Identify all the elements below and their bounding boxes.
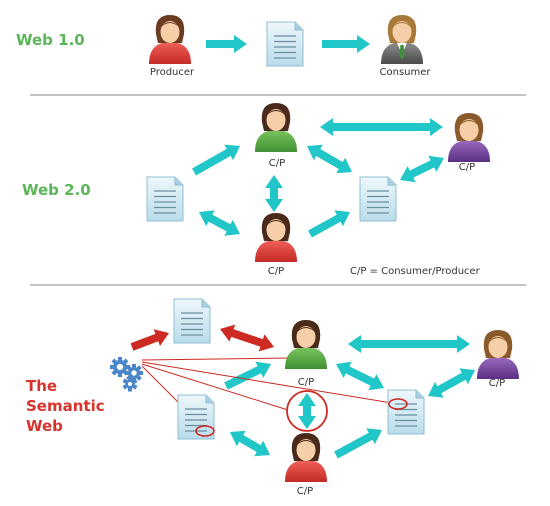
semantic-arrow-top-to-right-person [348, 335, 470, 353]
semantic-arrow-doc-to-top [224, 361, 271, 390]
web2-arrow-bottom-to-doc [308, 210, 350, 238]
person-body [255, 130, 297, 152]
semantic-arrow-doc-to-bottom [230, 430, 270, 457]
person-fringe [266, 220, 286, 226]
web2-document-right [359, 176, 397, 222]
web2-legend: C/P = Consumer/Producer [350, 266, 480, 277]
document-page [266, 21, 304, 67]
web2-node-label-bottom: C/P [267, 266, 285, 277]
arrows-layer [130, 35, 475, 459]
semantic-link-gears-doc-right [141, 361, 399, 405]
gears-icon [110, 357, 143, 392]
web2-arrow-top-to-doc [307, 144, 352, 174]
web2-node-label-right: C/P [458, 162, 476, 173]
semantic-document-left [177, 394, 215, 440]
semantic-document-right [387, 389, 425, 435]
gear [125, 364, 143, 382]
semantic-person-top [285, 320, 327, 369]
person-body [149, 42, 191, 64]
web1-producer-avatar [149, 15, 191, 64]
semantic-node-label-bottom: C/P [296, 486, 314, 497]
person-face [459, 119, 479, 141]
person-fringe [266, 110, 286, 116]
document-fold [294, 22, 303, 31]
person-face [296, 326, 316, 348]
semantic-title-line-3: Web [26, 417, 63, 435]
person-face [160, 21, 180, 43]
semantic-node-label-top: C/P [297, 377, 315, 388]
document-fold [174, 177, 183, 186]
person-face [266, 219, 286, 241]
person-body [255, 240, 297, 262]
document-page [387, 389, 425, 435]
document-fold [201, 299, 210, 308]
document-page [359, 176, 397, 222]
web2-arrow-top-to-right-person [320, 118, 443, 136]
person-body [477, 357, 519, 379]
semantic-title-line-1: The [26, 377, 58, 395]
semantic-arrow-top-to-bottom [298, 393, 316, 429]
gear [122, 376, 138, 392]
web2-person-right [448, 113, 490, 162]
web2-arrow-doc-to-top [192, 144, 240, 176]
gear-hub [116, 363, 124, 371]
semantic-person-bottom [285, 433, 327, 482]
person-fringe [392, 22, 412, 28]
web2-person-bottom [255, 213, 297, 262]
document-fold [415, 390, 424, 399]
person-body [285, 460, 327, 482]
semantic-node-label-right: C/P [488, 378, 506, 389]
person-body [448, 140, 490, 162]
semantic-arrow-bottom-to-doc [334, 428, 382, 459]
web1-arrow-producer-to-doc [206, 35, 247, 53]
semantic-arrow-doc-to-right-person [428, 368, 475, 398]
semantic-highlight-arrow [286, 390, 328, 432]
web2-arrow-doc-to-bottom [199, 210, 240, 236]
document-page [146, 176, 184, 222]
tie [399, 45, 405, 60]
semantic-arrow-gears-to-doc [130, 329, 169, 351]
web2-document-left [146, 176, 184, 222]
web2-person-top [255, 103, 297, 152]
person-face [392, 21, 412, 43]
web1-title: Web 1.0 [16, 31, 85, 49]
semantic-link-gears-top-person [141, 357, 291, 361]
person-fringe [296, 327, 316, 333]
web2-arrow-top-to-bottom [265, 175, 283, 212]
person-fringe [488, 337, 508, 343]
person-face [266, 109, 286, 131]
document-fold [387, 177, 396, 186]
semantic-link-gears-arrow [141, 363, 289, 411]
nodes-layer [110, 15, 519, 482]
web2-arrow-doc-to-right-person [400, 155, 444, 183]
person-fringe [160, 22, 180, 28]
web1-arrow-doc-to-consumer [322, 35, 370, 53]
person-body [285, 347, 327, 369]
person-face [296, 439, 316, 461]
web2-node-label-top: C/P [268, 158, 286, 169]
person-face [488, 336, 508, 358]
semantic-highlight-doc-right [388, 398, 408, 410]
semantic-person-right [477, 330, 519, 379]
document-page [173, 298, 211, 344]
web1-consumer-avatar [381, 15, 423, 64]
semantic-title-line-2: Semantic [26, 397, 105, 415]
document-fold [205, 395, 214, 404]
semantic-document-top [173, 298, 211, 344]
semantic-arrow-top-to-doc [336, 361, 384, 391]
semantic-highlight-doc-left [195, 425, 215, 437]
semantic-arrow-doc-to-top-person [220, 324, 274, 352]
person-fringe [459, 120, 479, 126]
web2-title: Web 2.0 [22, 181, 91, 199]
producer-label: Producer [149, 67, 195, 78]
person-fringe [296, 440, 316, 446]
document-page [177, 394, 215, 440]
web1-document [266, 21, 304, 67]
gear-hub [131, 370, 137, 376]
consumer-label: Consumer [379, 67, 431, 78]
gear-hub [127, 381, 133, 387]
